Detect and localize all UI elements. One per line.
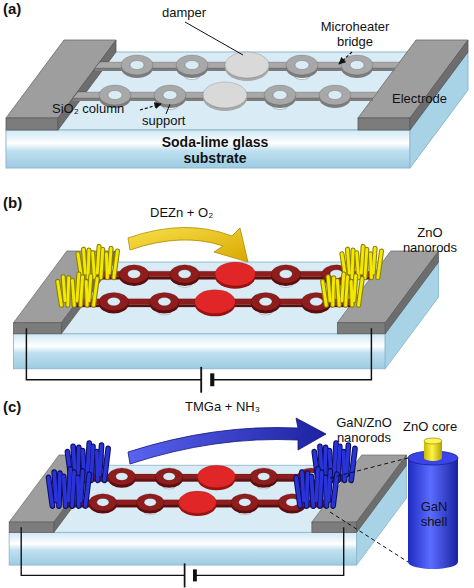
nanorods [49,469,90,506]
material-label: ZnO core [403,420,473,435]
nanorods [323,274,363,305]
zoom-line [330,458,408,478]
nanorods [296,469,337,506]
zoom-line [330,512,408,562]
shell-body [408,458,458,562]
circuit [21,527,344,587]
leader-arrow [339,52,352,64]
substrate-label: Soda-lime glass substrate [150,134,280,166]
precursor-label: DEZn + O₂ [150,206,260,221]
part-label: SiO₂ column [52,102,138,117]
back-bridge [95,52,400,81]
part-label: support [142,114,202,129]
nanorods [58,274,98,305]
nanorods [78,246,118,277]
precursor-flow-arrow [128,227,248,262]
material-label: GaN/ZnO nanorods [332,416,396,446]
shell-bottom [408,555,458,569]
material-label: GaN shell [413,500,455,530]
panel-a [6,40,468,168]
core-top [424,438,442,444]
panel-letter: (b) [3,194,37,211]
substrate [6,40,468,168]
front-bridge [75,290,356,317]
precursor-label: TMGa + NH₃ [185,400,295,415]
leader-line [166,104,170,114]
material-label: ZnO nanorods [398,226,462,256]
circuit [26,328,371,392]
front-bridge [67,491,329,516]
part-label: Microheater bridge [310,20,400,50]
panel-letter: (c) [3,398,37,415]
leader-line [185,22,243,55]
panel-c [9,443,406,587]
leader-arrow [140,104,161,110]
precursor-flow-arrow [128,418,326,464]
nanorods [342,246,382,277]
part-label: damper [162,6,222,21]
panel-b [14,246,439,392]
part-label: Electrode [392,92,462,107]
panel-letter: (a) [3,0,37,17]
